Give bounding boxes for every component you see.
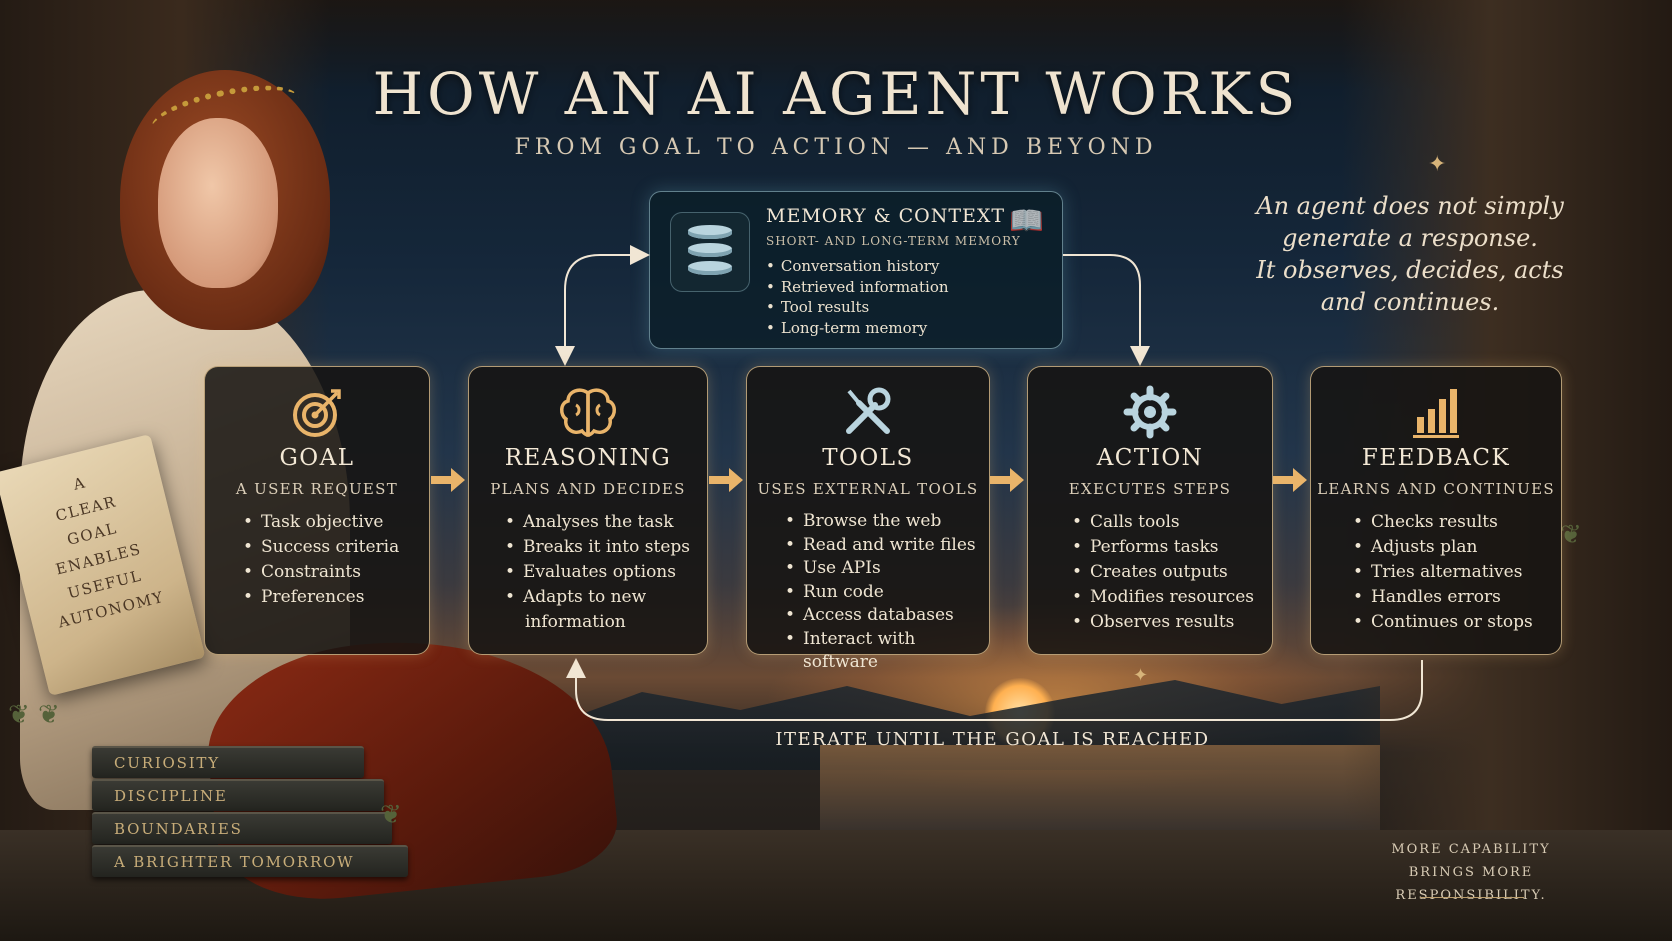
card-subtitle: A USER REQUEST [235, 480, 399, 498]
footer-note: MORE CAPABILITY BRINGS MORE RESPONSIBILI… [1340, 838, 1602, 907]
bar-chart-icon [1311, 385, 1561, 439]
book-spine: A BRIGHTER TOMORROW [92, 845, 408, 877]
list-item: Access databases [783, 604, 989, 628]
card-title: GOAL [279, 445, 355, 471]
page-title: HOW AN AI AGENT WORKS [372, 60, 1300, 128]
book-spine: DISCIPLINE [92, 779, 384, 811]
book-spine: CURIOSITY [92, 746, 364, 778]
footer-divider [1420, 897, 1524, 898]
olive-leaves-icon: ❦ [380, 800, 402, 830]
list-item: Checks results [1351, 510, 1533, 535]
woman-figure-face [158, 118, 278, 288]
sparkle-icon: ✦ [1428, 152, 1447, 177]
book-spine: BOUNDARIES [92, 812, 392, 844]
list-item: Retrieved information [766, 277, 949, 298]
page-subtitle: FROM GOAL TO ACTION — AND BEYOND [514, 135, 1158, 160]
card-title: ACTION [1096, 445, 1204, 471]
card-list: Analyses the task Breaks it into steps E… [503, 510, 690, 635]
list-item: Read and write files [783, 534, 989, 558]
card-title: FEEDBACK [1361, 445, 1511, 471]
card-subtitle: PLANS AND DECIDES [490, 480, 686, 498]
card-goal: GOAL A USER REQUEST Task objective Succe… [204, 366, 430, 655]
list-item: Continues or stops [1351, 610, 1533, 635]
arrow-right-icon [1273, 468, 1307, 492]
arrow-right-icon [990, 468, 1024, 492]
card-title: REASONING [504, 445, 672, 471]
open-book-icon: 📖 [1009, 204, 1044, 237]
card-tools: TOOLS USES EXTERNAL TOOLS Browse the web… [746, 366, 990, 672]
ivy-leaves-icon: ❦ [1560, 520, 1582, 550]
list-item: Tool results [766, 297, 949, 318]
footer-line: MORE CAPABILITY [1391, 842, 1551, 857]
list-item: Conversation history [766, 256, 949, 277]
card-action: ACTION EXECUTES STEPS Calls tools Perfor… [1027, 366, 1273, 655]
list-item: Adjusts plan [1351, 535, 1533, 560]
sea [820, 745, 1380, 835]
list-item: Observes results [1070, 610, 1254, 635]
olive-leaves-icon: ❦ ❦ [8, 700, 60, 730]
list-item: Preferences [241, 585, 399, 610]
card-feedback: FEEDBACK LEARNS AND CONTINUES Checks res… [1310, 366, 1562, 655]
card-list: Task objective Success criteria Constrai… [241, 510, 399, 610]
card-title: TOOLS [822, 445, 914, 471]
list-item: Breaks it into steps [503, 535, 690, 560]
footer-line: BRINGS MORE RESPONSIBILITY. [1395, 865, 1547, 903]
list-item: Constraints [241, 560, 399, 585]
list-item: Calls tools [1070, 510, 1254, 535]
brain-icon [469, 385, 707, 439]
card-subtitle: USES EXTERNAL TOOLS [757, 480, 979, 498]
target-icon [205, 385, 429, 439]
card-list: Checks results Adjusts plan Tries altern… [1351, 510, 1533, 635]
memory-subtitle: SHORT- AND LONG-TERM MEMORY [766, 234, 1021, 248]
quote-line: It observes, decides, acts [1256, 256, 1564, 284]
list-item: Tries alternatives [1351, 560, 1533, 585]
list-item: Browse the web [783, 510, 989, 534]
arrow-right-icon [709, 468, 743, 492]
wrench-screwdriver-icon [747, 385, 989, 439]
loop-label: ITERATE UNTIL THE GOAL IS REACHED [775, 729, 1210, 750]
card-reasoning: REASONING PLANS AND DECIDES Analyses the… [468, 366, 708, 655]
sparkle-icon: ✦ [1133, 665, 1149, 686]
list-item: Evaluates options [503, 560, 690, 585]
list-item: Task objective [241, 510, 399, 535]
quote-line: and continues. [1320, 288, 1500, 316]
list-item: Performs tasks [1070, 535, 1254, 560]
memory-list: Conversation history Retrieved informati… [766, 256, 949, 338]
list-item: Analyses the task [503, 510, 690, 535]
card-subtitle: LEARNS AND CONTINUES [1317, 480, 1555, 498]
list-item: Adapts to new [503, 585, 690, 610]
database-icon [670, 212, 750, 292]
quote: An agent does not simply generate a resp… [1240, 190, 1580, 318]
list-item: Handles errors [1351, 585, 1533, 610]
memory-title: MEMORY & CONTEXT [766, 205, 1006, 227]
list-item: Modifies resources [1070, 585, 1254, 610]
quote-line: An agent does not simply [1256, 192, 1564, 220]
list-item: Use APIs [783, 557, 989, 581]
list-item: Creates outputs [1070, 560, 1254, 585]
memory-context-box: MEMORY & CONTEXT SHORT- AND LONG-TERM ME… [649, 191, 1063, 349]
card-list: Calls tools Performs tasks Creates outpu… [1070, 510, 1254, 635]
list-item: Long-term memory [766, 318, 949, 339]
quote-line: generate a response. [1282, 224, 1538, 252]
card-list: Browse the web Read and write files Use … [783, 510, 989, 675]
list-item: Run code [783, 581, 989, 605]
arrow-right-icon [431, 468, 465, 492]
list-item: Interact with software [783, 628, 989, 675]
card-subtitle: EXECUTES STEPS [1068, 480, 1232, 498]
gear-icon [1028, 385, 1272, 439]
book-stack: CURIOSITY DISCIPLINE BOUNDARIES A BRIGHT… [92, 746, 408, 878]
list-item: Success criteria [241, 535, 399, 560]
list-item: information [525, 612, 626, 632]
